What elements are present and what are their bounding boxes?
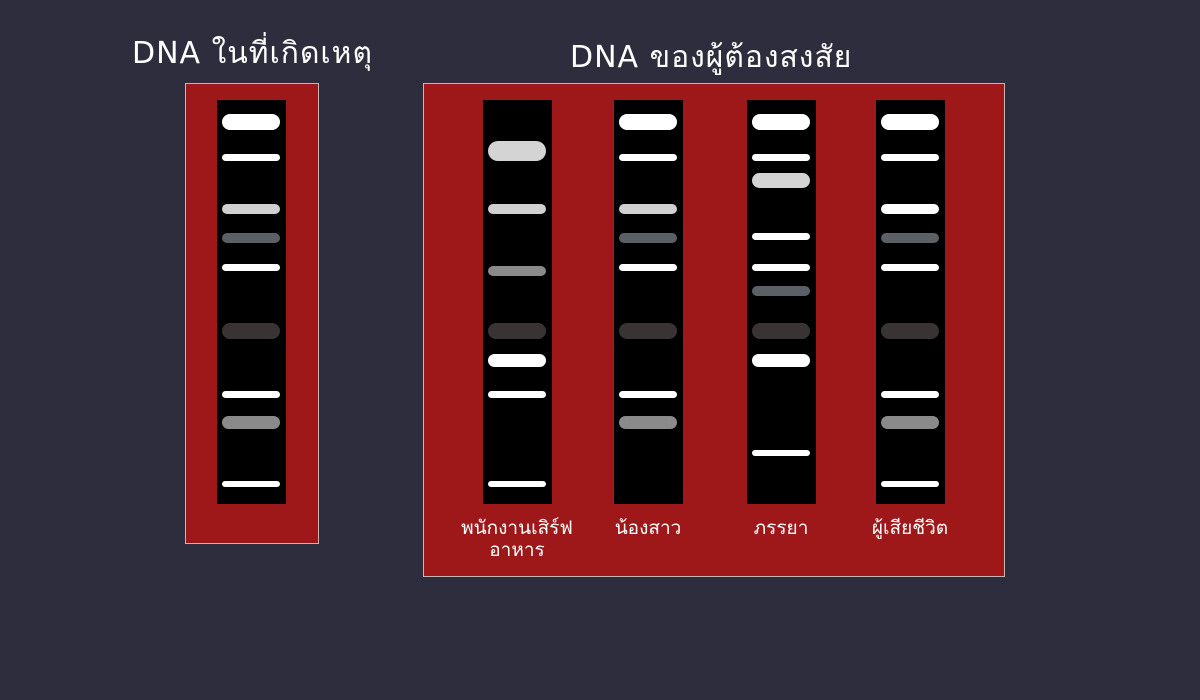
- dna-band: [488, 353, 546, 367]
- dna-band: [619, 153, 677, 161]
- dna-band: [752, 153, 810, 161]
- dna-band: [488, 204, 546, 214]
- dna-band: [752, 450, 810, 456]
- sister-lane: [613, 100, 683, 504]
- dna-band: [619, 390, 677, 398]
- dna-band: [619, 114, 677, 130]
- dna-band: [752, 172, 810, 188]
- dna-band: [881, 233, 939, 243]
- dna-band: [881, 263, 939, 271]
- dna-band: [222, 263, 280, 271]
- wife-lane: [746, 100, 816, 504]
- dna-band: [619, 204, 677, 214]
- dna-band: [752, 323, 810, 339]
- dna-band: [752, 232, 810, 240]
- dna-band: [752, 353, 810, 367]
- dna-band: [222, 390, 280, 398]
- dna-band: [619, 415, 677, 429]
- scene-dna-title: DNA ในที่เกิดเหตุ: [132, 36, 373, 71]
- scene-lane: [216, 100, 286, 504]
- dna-band: [222, 114, 280, 130]
- dna-band: [222, 481, 280, 487]
- sister-lane-label: น้องสาว: [614, 517, 682, 539]
- wife-lane-label: ภรรยา: [753, 517, 809, 539]
- dna-band: [488, 390, 546, 398]
- waiter-lane: [482, 100, 552, 504]
- dna-band: [222, 323, 280, 339]
- dna-band: [222, 153, 280, 161]
- dna-band: [881, 153, 939, 161]
- dna-band: [881, 390, 939, 398]
- dna-band: [488, 323, 546, 339]
- dna-band: [619, 233, 677, 243]
- dna-band: [752, 114, 810, 130]
- dna-band: [488, 481, 546, 487]
- victim-lane-label: ผู้เสียชีวิต: [871, 517, 949, 539]
- dna-band: [488, 141, 546, 161]
- dna-band: [222, 415, 280, 429]
- dna-band: [488, 266, 546, 276]
- dna-band: [222, 204, 280, 214]
- dna-band: [881, 204, 939, 214]
- dna-band: [881, 114, 939, 130]
- dna-band: [222, 233, 280, 243]
- dna-band: [619, 323, 677, 339]
- dna-band: [619, 263, 677, 271]
- waiter-lane-label: พนักงานเสิร์ฟอาหาร: [461, 517, 573, 561]
- dna-band: [752, 263, 810, 271]
- dna-band: [881, 323, 939, 339]
- dna-band: [752, 286, 810, 296]
- dna-band: [881, 481, 939, 487]
- suspects-dna-title: DNA ของผู้ต้องสงสัย: [570, 40, 853, 75]
- victim-lane: [875, 100, 945, 504]
- dna-band: [881, 415, 939, 429]
